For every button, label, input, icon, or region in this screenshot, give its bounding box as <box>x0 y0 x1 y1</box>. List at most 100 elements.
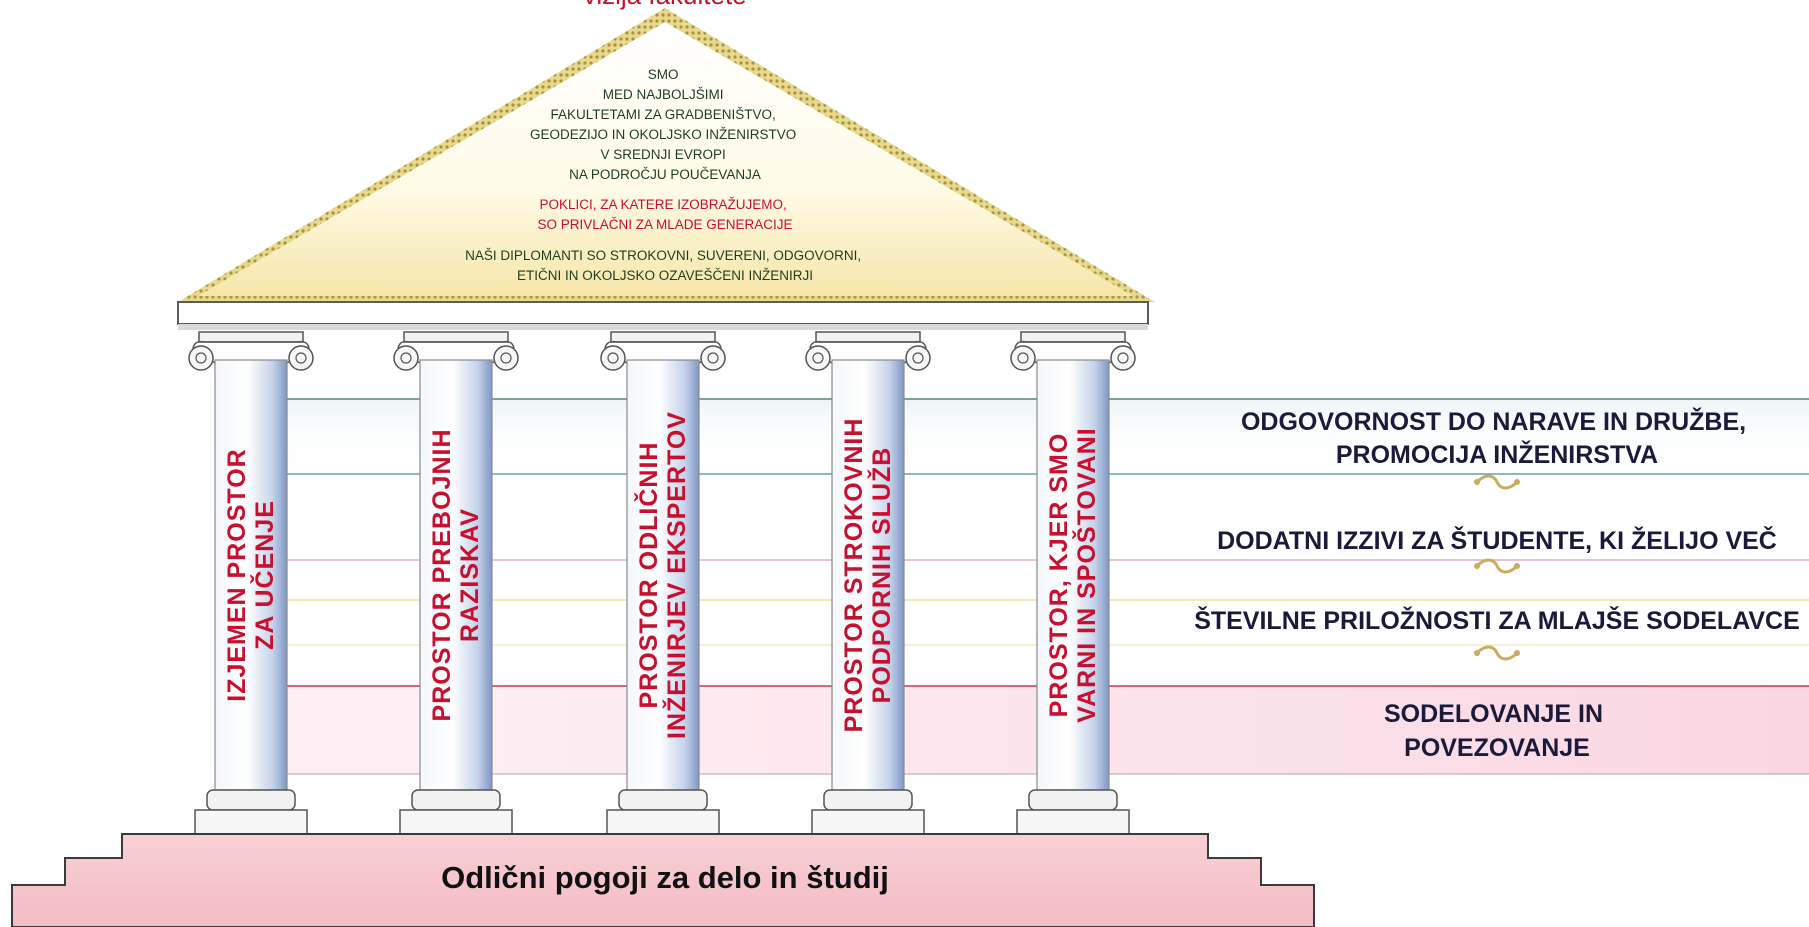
column-base-torus <box>206 789 296 811</box>
column-3: PROSTOR ODLIČNIHINŽENIRJEV EKSPERTOV <box>600 331 726 835</box>
column-base-torus <box>1028 789 1118 811</box>
column-4: PROSTOR STROKOVNIHPODPORNIH SLUŽB <box>805 331 931 835</box>
column-label: PROSTOR STROKOVNIHPODPORNIH SLUŽB <box>840 418 896 733</box>
column-5: PROSTOR, KJER SMOVARNI IN SPOŠTOVANI <box>1010 331 1136 835</box>
column-volute-left <box>188 345 214 371</box>
column-volute-left-inner <box>607 352 619 364</box>
column-1: IZJEMEN PROSTORZA UČENJE <box>188 331 314 835</box>
column-label: PROSTOR, KJER SMOVARNI IN SPOŠTOVANI <box>1045 427 1101 722</box>
right-item-4-line-1: SODELOVANJE IN <box>1384 700 1603 728</box>
base: Odlični pogoji za delo in študij <box>11 833 1315 927</box>
svg-text:NAŠI DIPLOMANTI SO STROKOVNI,: NAŠI DIPLOMANTI SO STROKOVNI, SUVERENI, … <box>465 248 865 283</box>
entablature-shadow <box>178 324 1148 330</box>
roof-line-5: V SREDNJI EVROPI <box>600 147 725 162</box>
flourish-icon-3 <box>1474 645 1520 661</box>
column-volute-left <box>393 345 419 371</box>
right-item-1-line-2: PROMOCIJA INŽENIRSTVA <box>1336 439 1658 469</box>
column-base-torus <box>823 789 913 811</box>
vision-title: vizija fakultete <box>583 0 746 10</box>
columns: IZJEMEN PROSTORZA UČENJE PROSTOR PREBOJNI… <box>188 331 1136 835</box>
column-label-line-2: PODPORNIH SLUŽB <box>866 447 896 704</box>
svg-text:DODATNI IZZIVI ZA ŠTUDENTE, KI: DODATNI IZZIVI ZA ŠTUDENTE, KI ŽELIJO VE… <box>1217 525 1777 555</box>
column-plinth <box>399 809 513 835</box>
column-capital-slab <box>403 331 509 343</box>
column-label-line-2: RAZISKAV <box>456 508 484 642</box>
roof-line-3: FAKULTETAMI ZA GRADBENIŠTVO, <box>550 107 775 122</box>
right-item-2-line-1: DODATNI IZZIVI ZA ŠTUDENTE, KI ŽELIJO VE… <box>1217 525 1777 555</box>
svg-text:SODELOVANJE IN POVEZOVAN: SODELOVANJE IN POVEZOVANJE <box>1384 700 1610 762</box>
column-shaft <box>626 359 700 791</box>
svg-text:ODGOVORNOST DO NARAVE IN DRUŽB: ODGOVORNOST DO NARAVE IN DRUŽBE, PROMOCI… <box>1241 406 1753 469</box>
column-volute-right <box>1110 345 1136 371</box>
flourish-icon-1 <box>1474 474 1520 490</box>
column-volute-right-inner <box>1117 352 1129 364</box>
column-capital-scroll <box>1014 340 1132 351</box>
svg-text:POKLICI, ZA KATERE IZOBRAŽUJEM: POKLICI, ZA KATERE IZOBRAŽUJEMO, SO PRIV… <box>537 197 792 232</box>
column-capital-scroll <box>604 340 722 351</box>
column-capital-slab <box>198 331 304 343</box>
column-volute-right <box>700 345 726 371</box>
column-label: PROSTOR PREBOJNIHRAZISKAV <box>428 429 484 722</box>
background-bands <box>250 398 1809 775</box>
column-volute-right-inner <box>707 352 719 364</box>
column-shaft <box>214 359 288 791</box>
column-capital-scroll <box>397 340 515 351</box>
column-capital-slab <box>610 331 716 343</box>
column-label-line-1: PROSTOR STROKOVNIH <box>840 418 868 733</box>
base-steps <box>11 833 1315 927</box>
column-capital-slab <box>815 331 921 343</box>
column-label-line-2: ZA UČENJE <box>249 500 279 650</box>
base-label: Odlični pogoji za delo in študij <box>441 860 889 895</box>
column-capital-scroll <box>809 340 927 351</box>
column-volute-right-inner <box>295 352 307 364</box>
roof-line-7: POKLICI, ZA KATERE IZOBRAŽUJEMO, <box>539 197 786 212</box>
roof-face <box>198 22 1133 296</box>
column-volute-left <box>600 345 626 371</box>
column-shaft <box>419 359 493 791</box>
column-volute-left <box>805 345 831 371</box>
column-volute-right-inner <box>500 352 512 364</box>
band-pink <box>250 686 1809 774</box>
entablature <box>177 301 1149 325</box>
column-volute-left-inner <box>1017 352 1029 364</box>
right-panel: ODGOVORNOST DO NARAVE IN DRUŽBE, PROMOCI… <box>1194 406 1800 762</box>
column-plinth <box>811 809 925 835</box>
column-plinth <box>606 809 720 835</box>
column-label-line-2: VARNI IN SPOŠTOVANI <box>1071 427 1101 722</box>
column-2: PROSTOR PREBOJNIHRAZISKAV <box>393 331 519 835</box>
column-volute-right <box>288 345 314 371</box>
column-label: IZJEMEN PROSTORZA UČENJE <box>223 448 279 701</box>
band-top <box>250 399 1809 474</box>
svg-text:SMO MED NAJBOLJŠIMI: SMO MED NAJBOLJŠIMI FAKULTETAMI ZA GRADB… <box>530 67 800 182</box>
column-capital-slab <box>1020 331 1126 343</box>
column-label-line-1: PROSTOR ODLIČNIH <box>633 442 663 709</box>
roof-line-1: SMO <box>648 67 679 82</box>
column-volute-left <box>1010 345 1036 371</box>
right-item-3-line-1: ŠTEVILNE PRILOŽNOSTI ZA MLAJŠE SODELAVCE <box>1194 605 1800 635</box>
column-label-line-1: PROSTOR, KJER SMO <box>1045 433 1073 718</box>
right-item-1-line-1: ODGOVORNOST DO NARAVE IN DRUŽBE, <box>1241 406 1746 436</box>
roof-line-6: NA PODROČJU POUČEVANJA <box>569 167 761 182</box>
column-volute-right <box>493 345 519 371</box>
column-capital-scroll <box>192 340 310 351</box>
column-base-torus <box>411 789 501 811</box>
column-volute-left-inner <box>195 352 207 364</box>
roof: SMO MED NAJBOLJŠIMI FAKULTETAMI ZA GRADB… <box>177 8 1155 330</box>
column-plinth <box>1016 809 1130 835</box>
right-item-4-line-2: POVEZOVANJE <box>1404 734 1590 762</box>
column-label-line-1: IZJEMEN PROSTOR <box>223 448 251 701</box>
column-label: PROSTOR ODLIČNIHINŽENIRJEV EKSPERTOV <box>633 411 691 739</box>
svg-text:ŠTEVILNE PRILOŽNOSTI ZA MLAJŠE: ŠTEVILNE PRILOŽNOSTI ZA MLAJŠE SODELAVCE <box>1194 605 1800 635</box>
roof-line-10: ETIČNI IN OKOLJSKO OZAVEŠČENI INŽENIRJI <box>517 268 813 283</box>
column-label-line-2: INŽENIRJEV EKSPERTOV <box>661 411 691 739</box>
roof-line-9: NAŠI DIPLOMANTI SO STROKOVNI, SUVERENI, … <box>465 248 861 263</box>
column-plinth <box>194 809 308 835</box>
column-volute-left-inner <box>812 352 824 364</box>
column-volute-right-inner <box>912 352 924 364</box>
roof-line-4: GEODEZIJO IN OKOLJSKO INŽENIRSTVO <box>530 127 796 142</box>
roof-line-2: MED NAJBOLJŠIMI <box>603 87 724 102</box>
roof-line-8: SO PRIVLAČNI ZA MLADE GENERACIJE <box>537 217 792 232</box>
column-volute-left-inner <box>400 352 412 364</box>
column-volute-right <box>905 345 931 371</box>
